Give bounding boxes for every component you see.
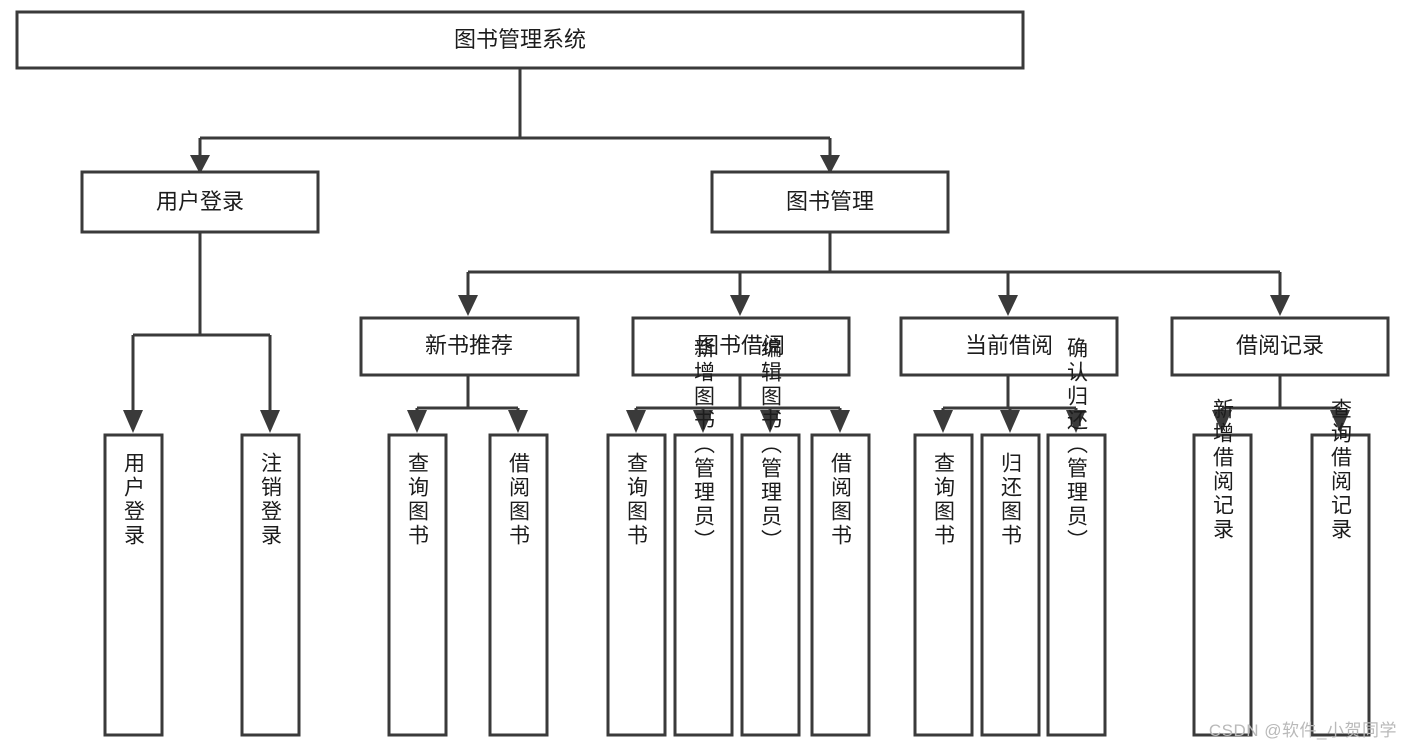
leaf-label-cb-return-book: 归还图书 — [999, 452, 1023, 548]
root-box[interactable] — [15, 10, 1025, 70]
leaf-box-cb-confirm-return[interactable] — [1046, 433, 1107, 737]
leaf-node[interactable]: 借阅图书 — [810, 433, 871, 737]
connectors — [123, 68, 1350, 433]
leaf-label-cb-query-book: 查询图书 — [932, 452, 956, 548]
arrowhead-borrow-record — [1270, 295, 1290, 316]
node-current-borrow[interactable]: 当前借阅 — [899, 316, 1119, 377]
leaf-label-cb-confirm-return: 确认归还（管理员） — [1065, 337, 1089, 553]
arrowhead-bb-leaf-2 — [693, 410, 713, 433]
leaf-box-cb-return-book[interactable] — [980, 433, 1041, 737]
leaf-label-logout: 注销登录 — [259, 452, 283, 548]
leaf-box-bb-edit-book[interactable] — [740, 433, 801, 737]
leaf-node[interactable]: 查询图书 — [606, 433, 667, 737]
borrow-record-label: 借阅记录 — [1236, 333, 1324, 358]
arrowhead-br-leaf-1 — [1212, 410, 1232, 433]
current-borrow-box[interactable] — [899, 316, 1119, 377]
arrowhead-user-login — [190, 155, 210, 174]
leaf-label-bb-add-book: 新增图书（管理员） — [692, 337, 716, 553]
leaf-box-nb-borrow-book[interactable] — [488, 433, 549, 737]
leaf-label-nb-borrow-book: 借阅图书 — [507, 452, 531, 548]
leaf-label-user-login: 用户登录 — [122, 452, 146, 548]
leaf-node[interactable]: 注销登录 — [240, 433, 301, 737]
leaf-label-bb-edit-book: 编辑图书（管理员） — [759, 337, 783, 553]
root-label: 图书管理系统 — [454, 27, 586, 52]
arrowhead-cb-leaf-3 — [1066, 410, 1086, 433]
leaf-label-br-add-record: 新增借阅记录 — [1211, 398, 1235, 542]
leaf-label-bb-borrow-book: 借阅图书 — [829, 452, 853, 548]
current-borrow-label: 当前借阅 — [965, 333, 1053, 358]
new-book-recommend-label: 新书推荐 — [425, 333, 513, 358]
arrowhead-leaf-logout — [260, 410, 280, 433]
leaf-box-cb-query-book[interactable] — [913, 433, 974, 737]
leaf-node[interactable]: 归还图书 — [980, 433, 1041, 737]
arrowhead-current-borrow — [998, 295, 1018, 316]
leaf-node[interactable]: 借阅图书 — [488, 433, 549, 737]
user-login-label: 用户登录 — [156, 189, 244, 214]
leaf-box-bb-add-book[interactable] — [673, 433, 734, 737]
leaf-node[interactable]: 查询图书 — [913, 433, 974, 737]
node-user-login[interactable]: 用户登录 — [80, 170, 320, 234]
node-new-book-recommend[interactable]: 新书推荐 — [359, 316, 580, 377]
leaf-label-br-query-record: 查询借阅记录 — [1329, 398, 1353, 542]
leaf-node[interactable]: 确认归还（管理员） — [1046, 337, 1107, 737]
book-borrow-label: 图书借阅 — [697, 333, 785, 358]
node-book-borrow[interactable]: 图书借阅 — [631, 316, 851, 377]
arrowhead-nb-leaf-1 — [407, 410, 427, 433]
leaf-node[interactable]: 查询借阅记录 — [1310, 398, 1371, 737]
leaf-node[interactable]: 查询图书 — [387, 433, 448, 737]
leaf-box-bb-query-book[interactable] — [606, 433, 667, 737]
arrowhead-new-book — [458, 295, 478, 316]
leaf-box-br-query-record[interactable] — [1310, 433, 1371, 737]
borrow-record-box[interactable] — [1170, 316, 1390, 377]
new-book-recommend-box[interactable] — [359, 316, 580, 377]
leaf-box-bb-borrow-book[interactable] — [810, 433, 871, 737]
leaf-node[interactable]: 新增图书（管理员） — [673, 337, 734, 737]
arrowhead-cb-leaf-2 — [1000, 410, 1020, 433]
node-root[interactable]: 图书管理系统 — [15, 10, 1025, 70]
arrowhead-bb-leaf-1 — [626, 410, 646, 433]
arrowhead-leaf-user-login — [123, 410, 143, 433]
leaf-box-nb-query-book[interactable] — [387, 433, 448, 737]
csdn-watermark: CSDN @软件_小贺同学 — [1208, 721, 1397, 740]
arrowhead-cb-leaf-1 — [933, 410, 953, 433]
book-borrow-box[interactable] — [631, 316, 851, 377]
arrowhead-bb-leaf-3 — [760, 410, 780, 433]
leaf-label-nb-query-book: 查询图书 — [406, 452, 430, 548]
arrowhead-nb-leaf-2 — [508, 410, 528, 433]
arrowhead-br-leaf-2 — [1330, 410, 1350, 433]
leaf-node[interactable]: 新增借阅记录 — [1192, 398, 1253, 737]
book-management-label: 图书管理 — [786, 189, 874, 214]
leaf-node[interactable]: 用户登录 — [103, 433, 164, 737]
leaf-box-logout[interactable] — [240, 433, 301, 737]
arrowhead-bb-leaf-4 — [830, 410, 850, 433]
leaf-node[interactable]: 编辑图书（管理员） — [740, 337, 801, 737]
arrowhead-book-borrow — [730, 295, 750, 316]
leaf-box-user-login[interactable] — [103, 433, 164, 737]
leaf-box-br-add-record[interactable] — [1192, 433, 1253, 737]
arrowhead-book-mgmt — [820, 155, 840, 174]
book-management-box[interactable] — [710, 170, 950, 234]
user-login-box[interactable] — [80, 170, 320, 234]
node-book-management[interactable]: 图书管理 — [710, 170, 950, 234]
leaf-label-bb-query-book: 查询图书 — [625, 452, 649, 548]
node-borrow-record[interactable]: 借阅记录 — [1170, 316, 1390, 377]
